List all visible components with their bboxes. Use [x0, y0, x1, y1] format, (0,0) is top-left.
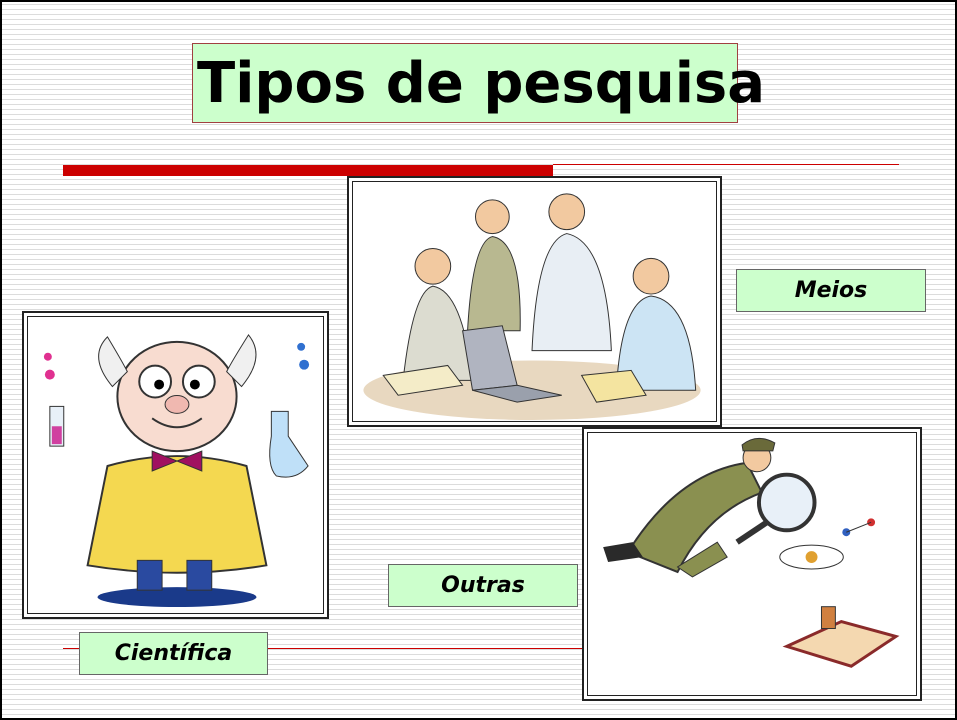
- meeting-picture: [347, 176, 722, 427]
- label-cientifica: Científica: [79, 632, 268, 675]
- label-meios: Meios: [736, 269, 926, 312]
- scientist-picture: [22, 311, 329, 619]
- title-underline-line: [553, 164, 899, 165]
- scientist-illustration: [43, 334, 310, 608]
- detective-illustration: [603, 437, 900, 668]
- label-meios-text: Meios: [794, 278, 868, 303]
- page-title: Tipos de pesquisa: [197, 50, 766, 116]
- title-underline-bar: [63, 165, 553, 176]
- meeting-illustration: [363, 193, 701, 421]
- label-outras: Outras: [388, 564, 578, 607]
- title-box: Tipos de pesquisa: [192, 43, 765, 123]
- label-outras-text: Outras: [441, 573, 525, 598]
- bottom-divider-left: [63, 648, 79, 649]
- bottom-divider-line: [268, 648, 584, 649]
- detective-picture: [582, 427, 922, 701]
- label-cientifica-text: Científica: [114, 641, 233, 666]
